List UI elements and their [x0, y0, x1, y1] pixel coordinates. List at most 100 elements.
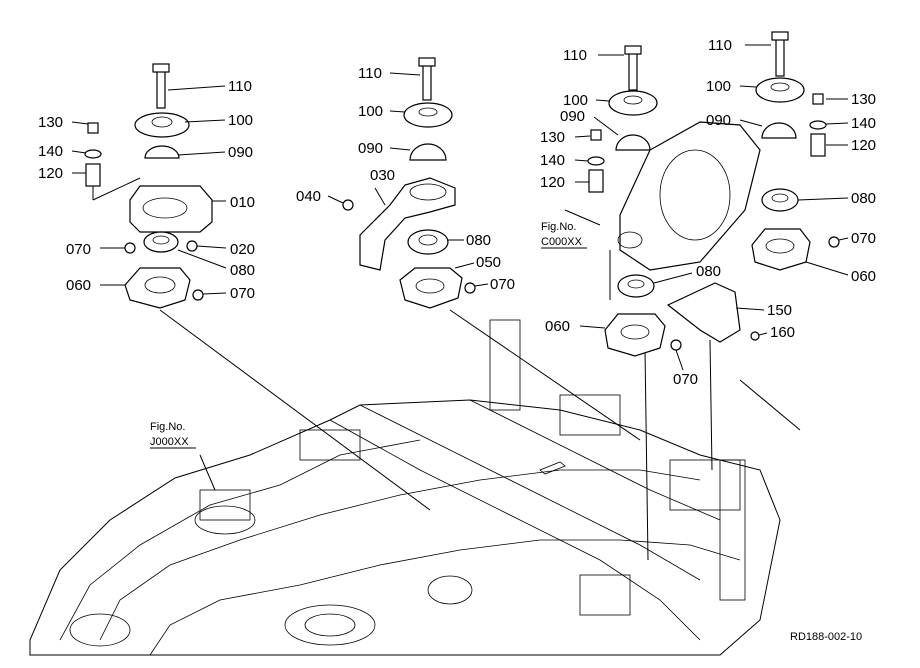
callout-label: 100	[563, 92, 588, 109]
callout-label: 130	[540, 129, 565, 146]
callout-label: 120	[540, 174, 565, 191]
callout-label: 070	[673, 371, 698, 388]
callout-label: 100	[228, 112, 253, 129]
drawing-code: RD188-002-10	[790, 631, 862, 643]
callouts-right-center: 110 100 090 130 140 120 080 060 070 150 …	[540, 47, 795, 388]
callout-label: 070	[230, 285, 255, 302]
lower-bracket-icon	[124, 267, 191, 309]
small-bolt-icon	[590, 129, 602, 141]
fig-ref-number[interactable]: C000XX	[541, 236, 583, 248]
small-bolt-icon	[812, 93, 824, 105]
cushion-dome-icon	[615, 134, 651, 151]
bolt-head-icon	[418, 57, 436, 67]
bushing-icon	[407, 229, 449, 255]
stopper-plate-icon	[403, 102, 453, 128]
screw-icon	[750, 331, 760, 341]
fig-ref-j[interactable]: Fig.No. J000XX	[150, 421, 196, 449]
callout-label: 160	[770, 324, 795, 341]
callout-label: 110	[563, 47, 587, 64]
nut-icon	[186, 240, 198, 252]
callout-label: 100	[358, 103, 383, 120]
callout-label: 040	[296, 188, 321, 205]
callouts-left: 110 100 130 090 140 120 010 070 020 080 …	[38, 78, 255, 302]
cushion-dome-icon	[409, 143, 447, 161]
callout-label: 110	[358, 65, 382, 82]
callout-label: 090	[228, 144, 253, 161]
callout-label: 120	[38, 165, 63, 182]
callout-label: 080	[696, 263, 721, 280]
stopper-plate-icon	[608, 90, 658, 116]
nut-icon	[828, 236, 840, 248]
small-bolt-icon	[87, 122, 99, 134]
bolt-head-icon	[624, 45, 642, 55]
callout-label: 060	[545, 318, 570, 335]
bolt-icon	[775, 35, 785, 77]
bolt-icon	[156, 67, 166, 109]
fig-ref-c[interactable]: Fig.No. C000XX	[541, 221, 587, 249]
collar-icon	[810, 133, 826, 157]
callout-label: 120	[851, 137, 876, 154]
bushing-icon	[617, 274, 655, 298]
nut-icon	[670, 339, 682, 351]
callout-label: 110	[708, 37, 732, 54]
stopper-plate-icon	[755, 77, 805, 103]
callout-label: 090	[358, 140, 383, 157]
fig-ref-label: Fig.No.	[541, 221, 576, 233]
callout-label: 080	[466, 232, 491, 249]
mount-assembly-right-center	[574, 45, 768, 371]
fig-ref-number[interactable]: J000XX	[150, 436, 189, 448]
nut-icon	[464, 282, 476, 294]
cushion-dome-icon	[761, 122, 797, 139]
collar-icon	[588, 169, 604, 193]
lower-bracket-icon	[604, 313, 666, 357]
callout-label: 070	[490, 276, 515, 293]
callout-label: 090	[706, 112, 731, 129]
nut-icon	[124, 242, 136, 254]
arm-bracket-icon	[359, 177, 456, 271]
callout-label: 130	[38, 114, 63, 131]
callout-label: 150	[767, 302, 792, 319]
callout-label: 010	[230, 194, 255, 211]
cover-icon	[666, 282, 741, 343]
callout-label: 070	[851, 230, 876, 247]
bushing-icon	[143, 231, 179, 253]
callout-label: 140	[38, 143, 63, 160]
stopper-plate-icon	[134, 112, 190, 138]
bushing-icon	[761, 188, 799, 212]
bolt-icon	[422, 61, 432, 101]
callout-label: 070	[66, 241, 91, 258]
nut-icon	[192, 289, 204, 301]
machine-frame	[29, 319, 781, 656]
mount-assembly-center	[327, 57, 489, 309]
callout-label: 080	[230, 262, 255, 279]
engine-housing-icon	[619, 121, 761, 271]
callout-label: 110	[228, 78, 252, 95]
bolt-head-icon	[152, 63, 170, 73]
mount-assembly-right	[739, 31, 849, 276]
bolt-icon	[628, 49, 638, 91]
lower-bracket-icon	[751, 228, 811, 271]
callout-label: 130	[851, 91, 876, 108]
callout-label: 080	[851, 190, 876, 207]
washer-icon	[809, 120, 827, 130]
fig-ref-label: Fig.No.	[150, 421, 185, 433]
callout-label: 060	[66, 277, 91, 294]
callouts-center: 110 100 090 030 040 080 050 070	[296, 65, 515, 293]
callout-label: 060	[851, 268, 876, 285]
callout-label: 020	[230, 241, 255, 258]
bolt-head-icon	[771, 31, 789, 41]
washer-icon	[587, 156, 605, 166]
bolt-icon	[342, 199, 354, 211]
callout-label: 100	[706, 78, 731, 95]
callout-label: 090	[560, 108, 585, 125]
callouts-right: 110 100 130 090 140 120 080 070 060	[706, 37, 876, 285]
callout-label: 050	[476, 254, 501, 271]
callout-label: 140	[540, 152, 565, 169]
callout-label: 140	[851, 115, 876, 132]
cushion-dome-icon	[144, 145, 180, 159]
lower-bracket-icon	[399, 267, 463, 309]
collar-icon	[85, 163, 101, 187]
assembly-lines	[159, 209, 801, 561]
